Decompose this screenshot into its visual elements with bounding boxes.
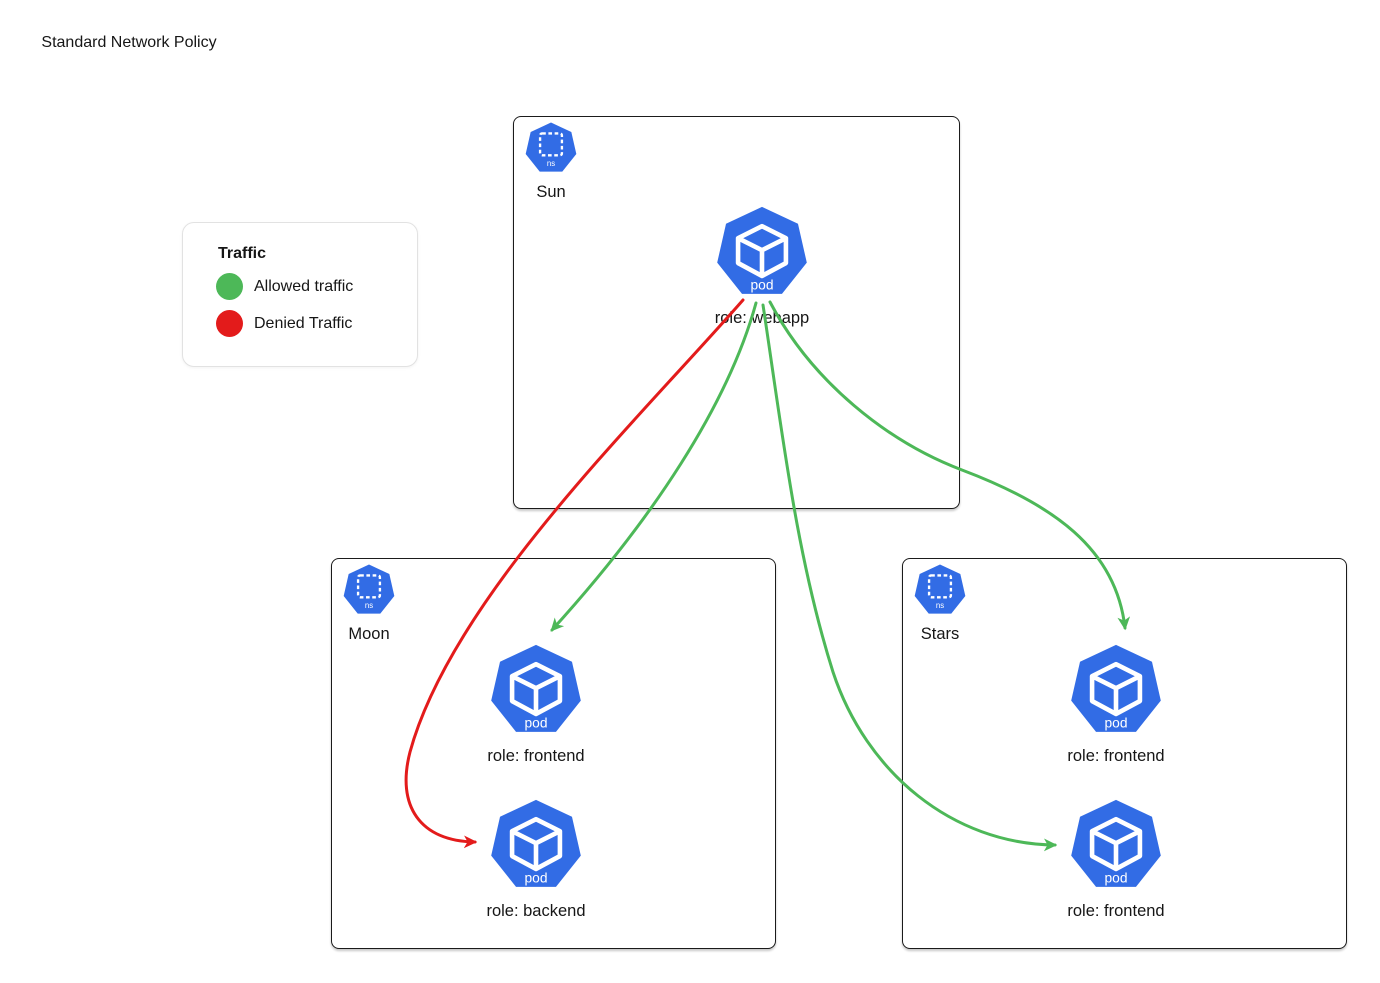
pod-label: role: webapp [714, 309, 810, 327]
legend-panel: Traffic Allowed traffic Denied Traffic [182, 222, 418, 367]
diagram-title: Standard Network Policy [41, 34, 217, 51]
pod-icon: pod [1071, 799, 1161, 887]
pod-label: role: frontend [1067, 747, 1165, 765]
namespace-icon-label: ns [936, 601, 944, 610]
pod-node-stars-frontend-bottom: pod role: frontend [1034, 799, 1198, 921]
legend-title: Traffic [218, 245, 267, 262]
namespace-dashed-square [538, 132, 564, 157]
legend-item-allowed: Allowed traffic [216, 273, 417, 300]
namespace-icon: ns [525, 122, 577, 172]
pod-label: role: backend [486, 902, 586, 920]
pod-node-webapp: pod role: webapp [680, 206, 844, 328]
namespace-icon-label: ns [547, 159, 555, 168]
cube-icon [1089, 661, 1143, 717]
legend-label-allowed: Allowed traffic [254, 277, 354, 295]
pod-icon: pod [491, 644, 581, 732]
pod-icon-label: pod [1104, 871, 1127, 886]
cube-icon [1089, 816, 1143, 872]
allowed-traffic-swatch-icon [216, 273, 243, 300]
legend-item-denied: Denied Traffic [216, 310, 417, 337]
pod-icon-label: pod [524, 716, 547, 731]
namespace-heptagon [343, 564, 395, 614]
pod-icon: pod [491, 799, 581, 887]
namespace-name-moon: Moon [348, 625, 390, 643]
namespace-heptagon [525, 122, 577, 172]
pod-label: role: frontend [487, 747, 585, 765]
pod-node-stars-frontend-top: pod role: frontend [1034, 644, 1198, 766]
pod-icon: pod [717, 206, 807, 294]
namespace-icon: ns [914, 564, 966, 614]
cube-icon [735, 223, 789, 279]
pod-icon-label: pod [750, 278, 773, 293]
namespace-name-stars: Stars [920, 625, 960, 643]
namespace-icon: ns [343, 564, 395, 614]
namespace-dashed-square [356, 574, 382, 599]
allowed-swatch-circle [216, 273, 243, 300]
pod-icon: pod [1071, 644, 1161, 732]
namespace-name-sun: Sun [536, 183, 566, 201]
pod-icon-label: pod [1104, 716, 1127, 731]
pod-icon-label: pod [524, 871, 547, 886]
namespace-icon-label: ns [365, 601, 373, 610]
pod-node-moon-frontend: pod role: frontend [454, 644, 618, 766]
denied-traffic-swatch-icon [216, 310, 243, 337]
denied-swatch-circle [216, 310, 243, 337]
legend-label-denied: Denied Traffic [254, 314, 353, 332]
pod-label: role: frontend [1067, 902, 1165, 920]
pod-node-moon-backend: pod role: backend [454, 799, 618, 921]
